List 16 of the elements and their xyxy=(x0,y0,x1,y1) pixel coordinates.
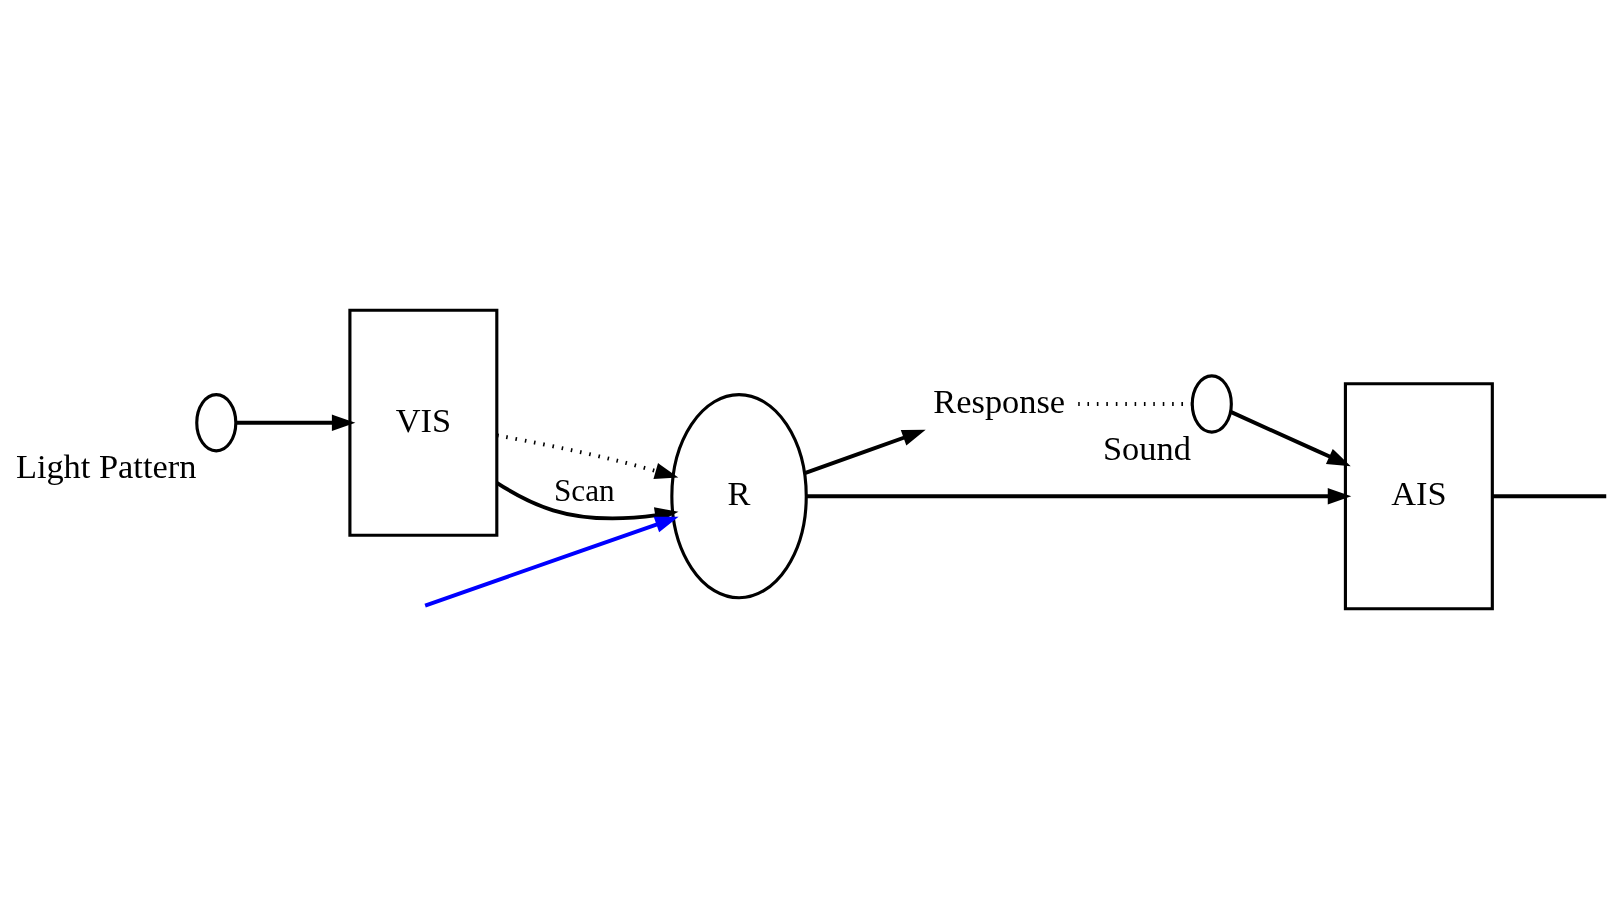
arrow xyxy=(806,488,1352,505)
node-ellipse: R xyxy=(670,393,808,600)
node-label: Sound xyxy=(1103,428,1191,467)
arrow xyxy=(235,414,356,431)
connector xyxy=(1492,494,1607,499)
node-box: VIS xyxy=(348,308,499,537)
arrow xyxy=(496,433,679,479)
node-circle xyxy=(1190,374,1233,434)
node-text: Response xyxy=(933,381,1066,420)
arrow xyxy=(804,429,926,476)
connector xyxy=(1078,402,1193,406)
node-circle xyxy=(195,393,238,453)
node-box: AIS xyxy=(1343,382,1494,611)
node-label: Light Pattern xyxy=(15,447,197,486)
arrow xyxy=(1229,410,1351,467)
edge-label: Scan xyxy=(553,472,615,508)
